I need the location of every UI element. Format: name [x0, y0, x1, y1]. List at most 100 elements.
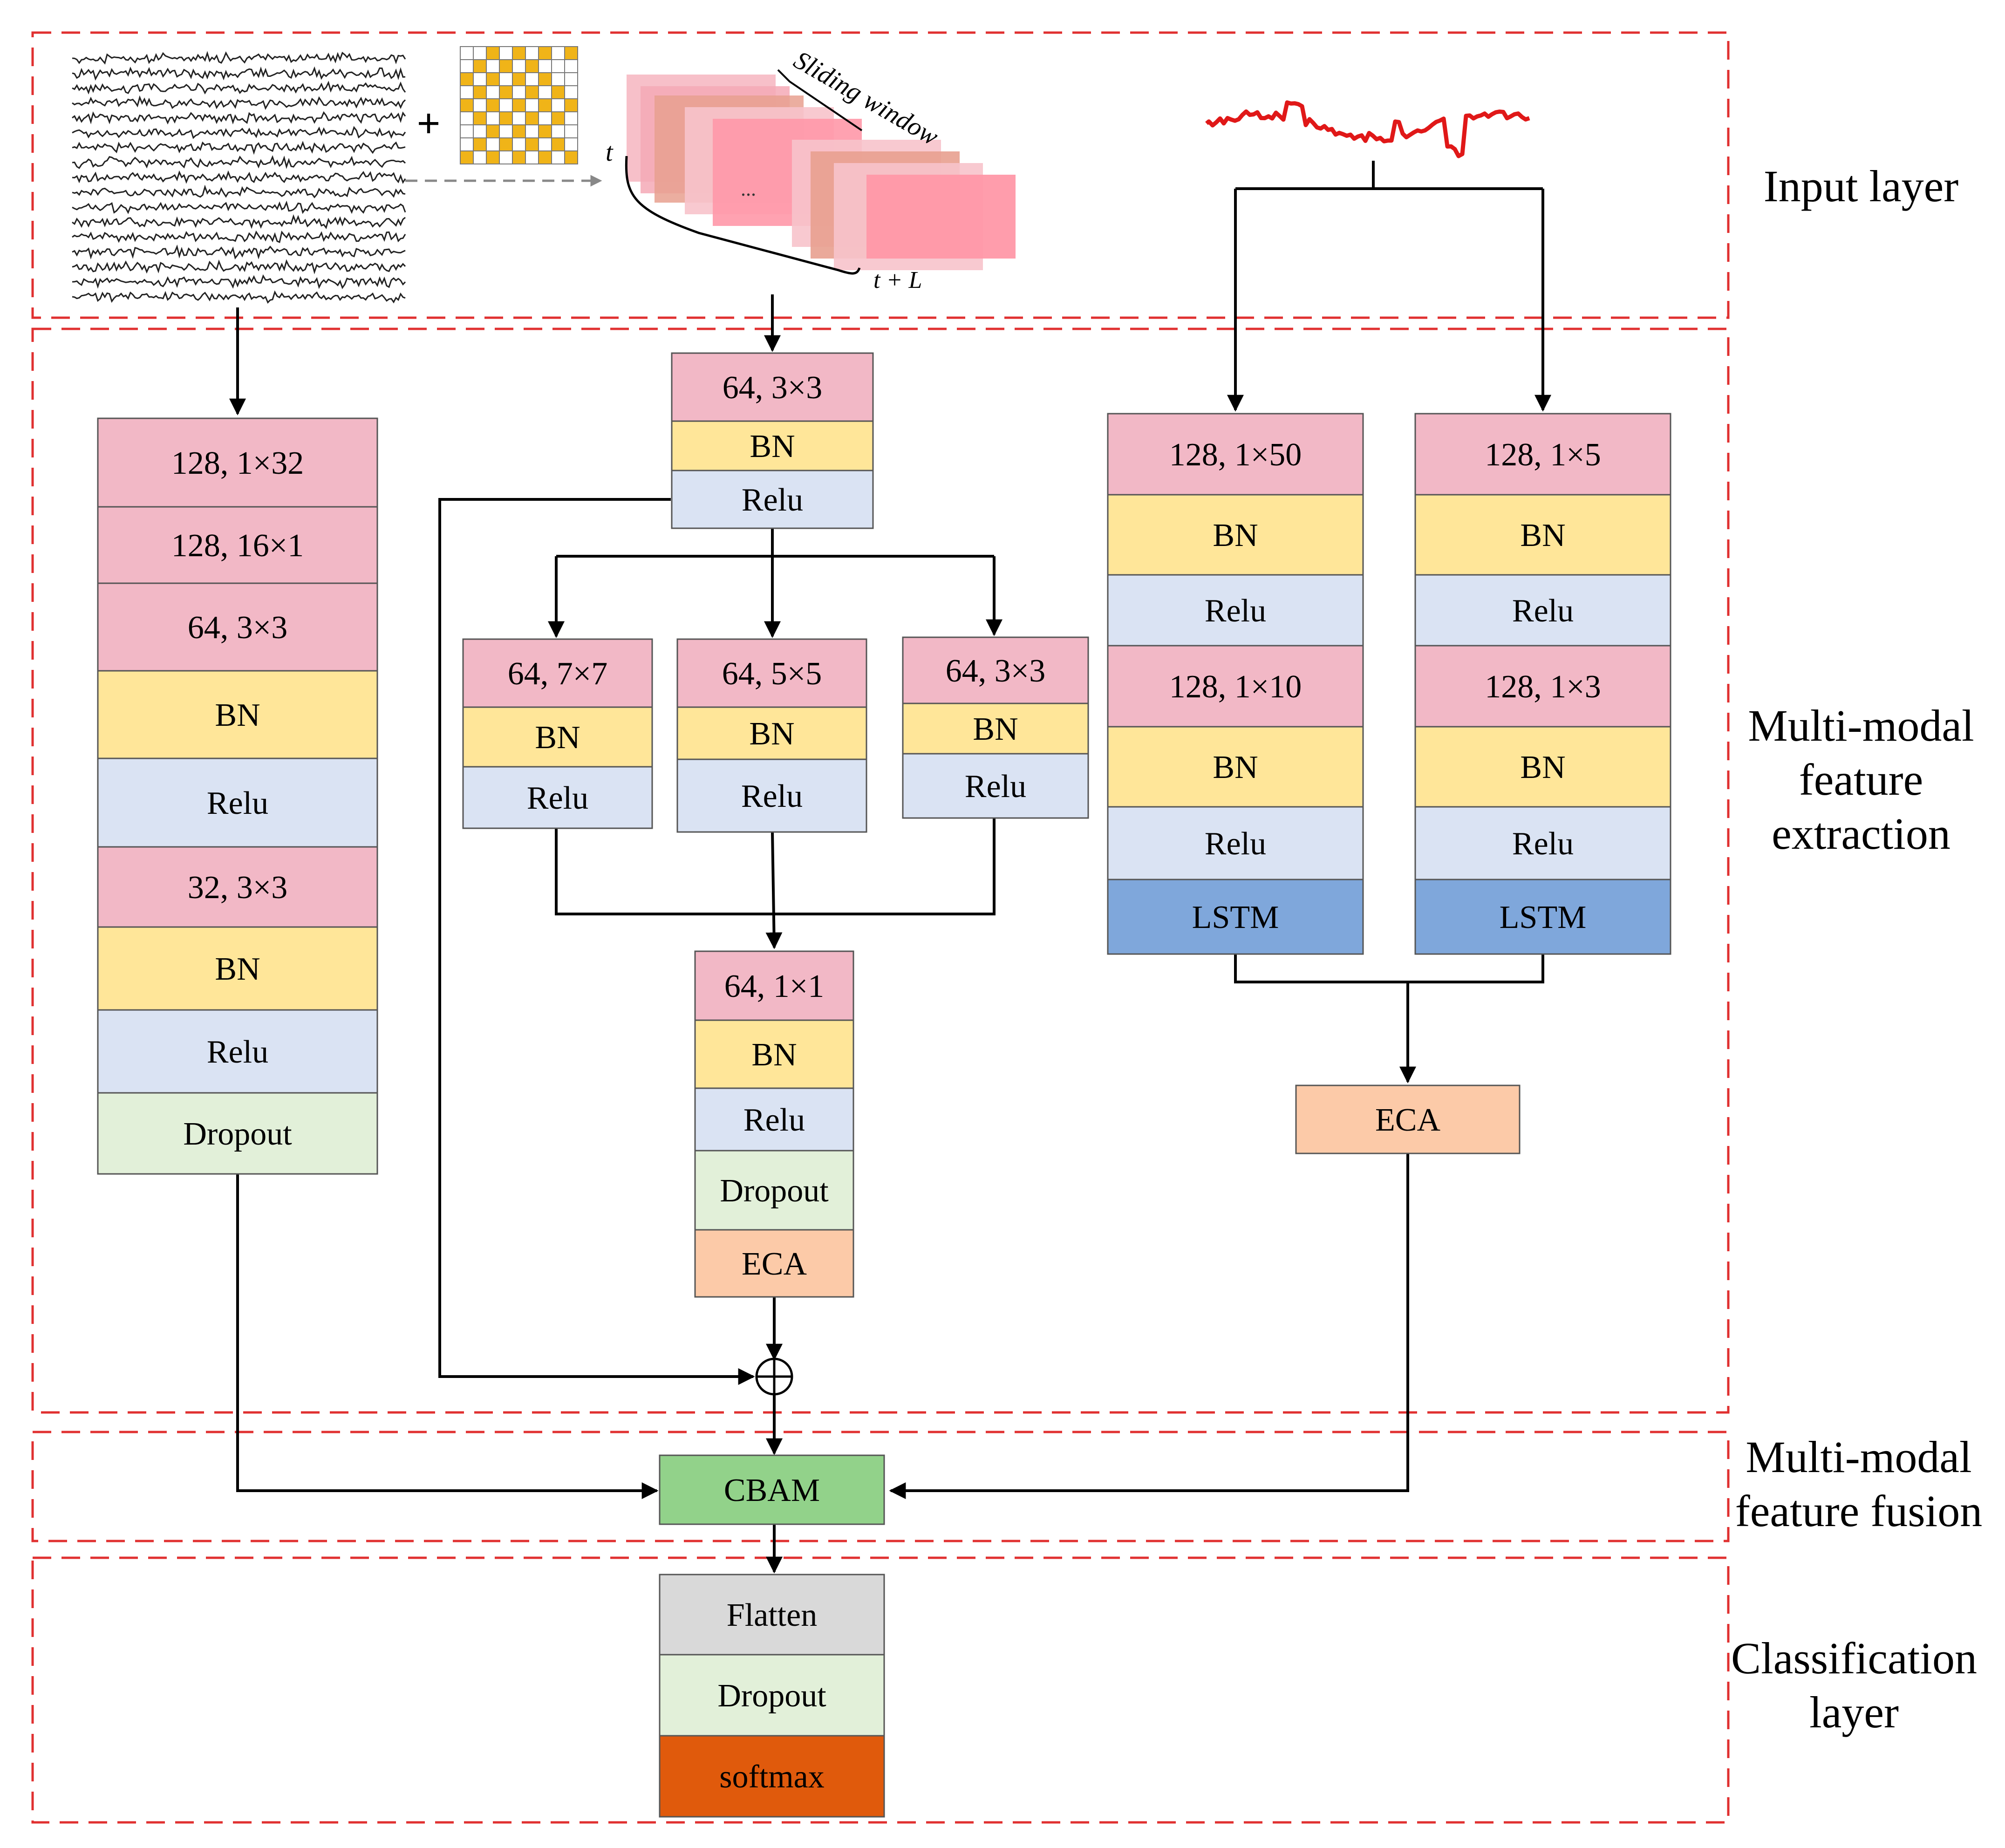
relu-label: Relu [207, 785, 268, 821]
relu-block [97, 1009, 378, 1094]
grid-cell [564, 98, 578, 112]
softmax-label: softmax [719, 1759, 825, 1795]
grid-cell [551, 150, 565, 164]
grid-cell [486, 72, 500, 86]
grid-cell [525, 98, 539, 112]
grid-cell [564, 111, 578, 125]
plus-sign: + [416, 101, 440, 147]
grid-cell [512, 111, 526, 125]
grid-cell [473, 72, 487, 86]
t-label: t [606, 138, 614, 167]
bn-label: BN [215, 697, 260, 733]
grid-cell [564, 85, 578, 99]
connectors [229, 161, 1551, 1574]
window-top-bracket [777, 69, 863, 131]
fusion-label-line2: feature fusion [1735, 1486, 1982, 1536]
grid-cell [564, 137, 578, 151]
relu-block [676, 758, 867, 833]
relu-block [1414, 574, 1671, 647]
dropout-block [659, 1654, 885, 1737]
dropout-block [97, 1092, 378, 1175]
cbam-stack: CBAM [659, 1454, 885, 1525]
bn-block [694, 1019, 854, 1089]
128-1x50-block [1107, 413, 1364, 496]
grid-cell [499, 150, 513, 164]
relu-label: Relu [1512, 826, 1574, 862]
grid-cell [538, 98, 552, 112]
dropout-label: Dropout [183, 1116, 292, 1152]
extraction-label-line1: Multi-modal [1748, 701, 1974, 750]
relu-block [902, 753, 1089, 819]
softmax-block [659, 1735, 885, 1818]
relu-block [694, 1087, 854, 1152]
grid-cell [538, 124, 552, 138]
grid-cell [473, 150, 487, 164]
128-16x1-block [97, 506, 378, 584]
bn-label: BN [535, 720, 580, 756]
section-labels: Input layer Multi-modal feature extracti… [1731, 161, 1982, 1737]
extraction-label-line2: feature [1799, 755, 1923, 805]
grid-cell [486, 46, 500, 60]
fusion-frame [31, 1431, 1730, 1542]
grid-cell [460, 137, 474, 151]
eeg-signal-traces [72, 51, 406, 304]
fusion-label-line1: Multi-modal [1746, 1432, 1971, 1482]
eeg-channel-trace [72, 126, 406, 139]
bn-block [1107, 726, 1364, 808]
relu-label: Relu [1205, 593, 1266, 629]
eca-label: ECA [1375, 1102, 1440, 1138]
grid-cell [525, 111, 539, 125]
grid-cell [538, 111, 552, 125]
grid-cell [460, 111, 474, 125]
grid-cell [538, 150, 552, 164]
bn-label: BN [1520, 750, 1565, 785]
grid-cell [551, 46, 565, 60]
relu-label: Relu [527, 780, 588, 816]
eeg-channel-trace [72, 141, 406, 155]
channel-grid-icon [460, 46, 578, 164]
grid-cell [538, 46, 552, 60]
bn-block [1414, 494, 1671, 576]
grid-cell [473, 137, 487, 151]
relu-label: Relu [741, 778, 803, 814]
grid-cell [551, 124, 565, 138]
residual-skip [438, 498, 755, 1385]
grid-cell [486, 150, 500, 164]
64-1x1-block [694, 950, 854, 1021]
input-layer-label: Input layer [1764, 161, 1959, 211]
64-1x1-label: 64, 1×1 [724, 968, 824, 1004]
dropout-label: Dropout [720, 1173, 829, 1209]
grid-cell [499, 46, 513, 60]
64-3x3-block [97, 582, 378, 672]
grid-cell [512, 124, 526, 138]
grid-cell [486, 124, 500, 138]
grid-cell [499, 98, 513, 112]
128-1x3-label: 128, 1×3 [1485, 669, 1601, 705]
bn-block [462, 706, 653, 768]
64-3x3-label: 64, 3×3 [723, 370, 822, 406]
grid-cell [525, 46, 539, 60]
classification-frame [31, 1556, 1730, 1824]
eeg-channel-trace [72, 81, 406, 95]
bn-block [676, 706, 867, 760]
grid-cell [512, 98, 526, 112]
128-1x3-block [1414, 645, 1671, 728]
lstm-label: LSTM [1500, 900, 1587, 935]
eeg-channel-trace [72, 290, 406, 304]
grid-cell [473, 59, 487, 73]
eeg-channel-trace [72, 184, 406, 198]
ellipsis: ... [741, 177, 756, 200]
grid-cell [486, 137, 500, 151]
grid-cell [499, 85, 513, 99]
grid-cell [460, 59, 474, 73]
grid-cell [525, 59, 539, 73]
lstm-block [1107, 879, 1364, 955]
relu-block [1414, 806, 1671, 880]
grid-cell [564, 150, 578, 164]
relu-block [671, 470, 874, 529]
